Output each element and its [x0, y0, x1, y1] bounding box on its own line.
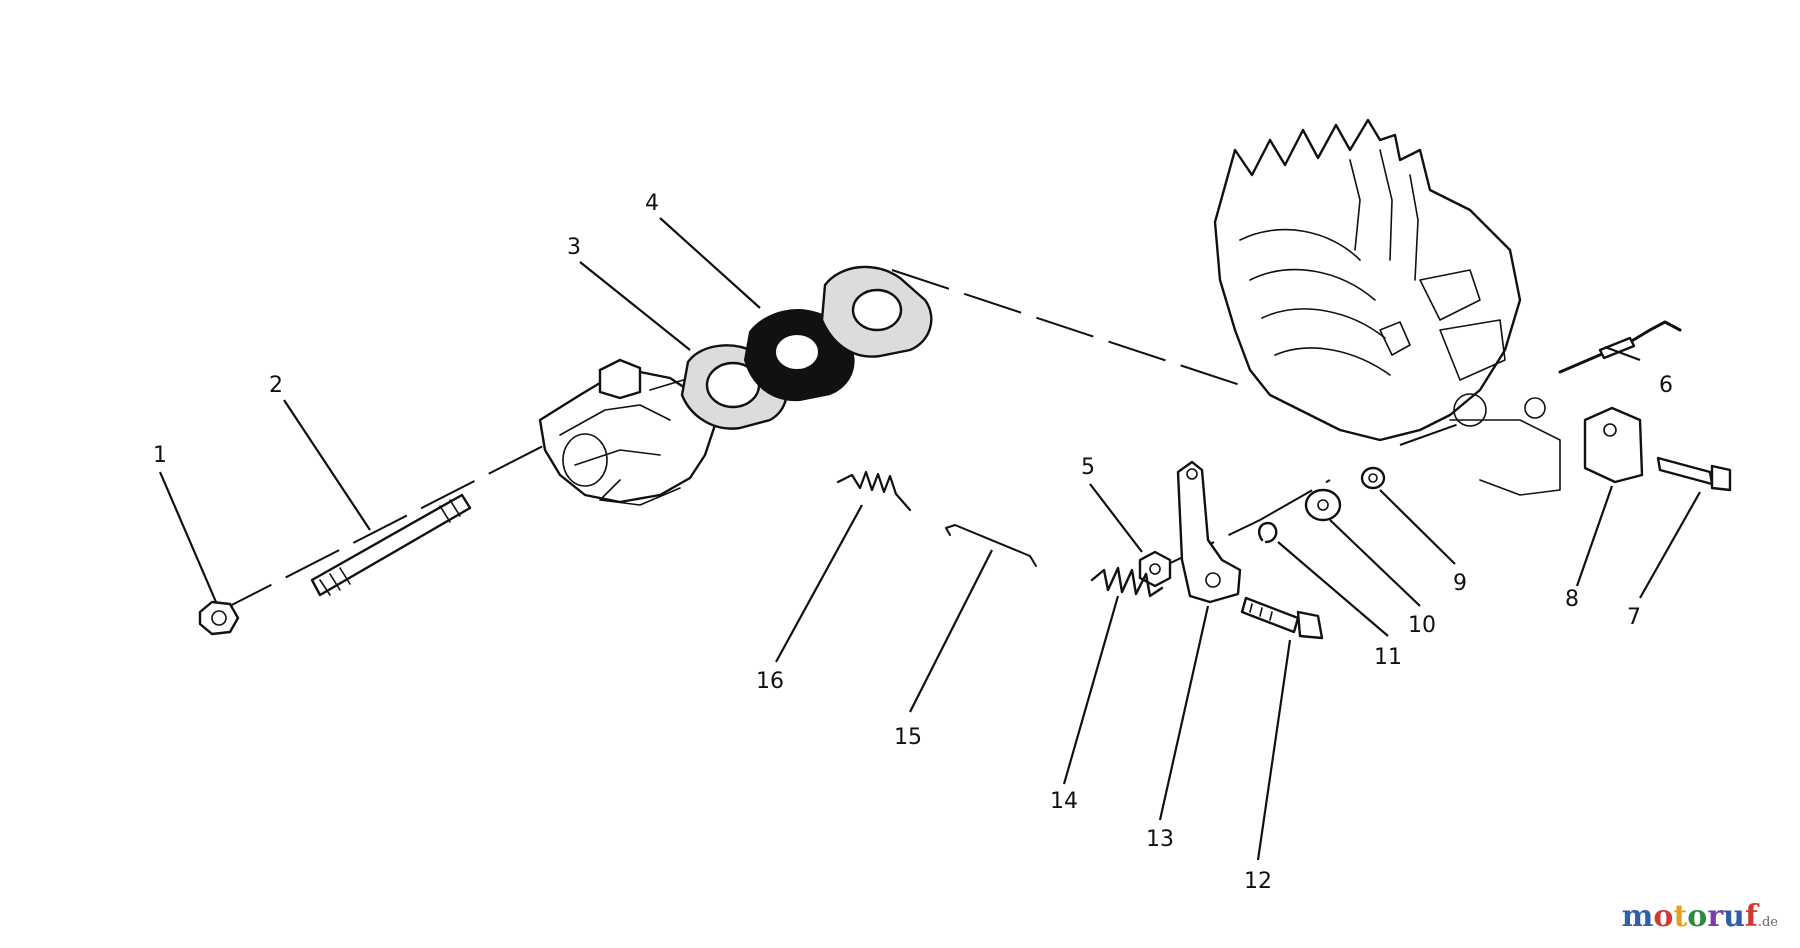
- callout-12: 12: [1244, 869, 1272, 894]
- leader-lines: [158, 217, 1701, 861]
- watermark-letter: t: [1673, 899, 1688, 934]
- callout-14: 14: [1050, 789, 1078, 814]
- washer-part-10: [1304, 488, 1342, 522]
- callout-15: 15: [894, 725, 922, 750]
- callout-5: 5: [1081, 455, 1095, 480]
- link-part-15: [945, 524, 1037, 567]
- engine-block: [1213, 118, 1561, 496]
- watermark-letter: o: [1653, 899, 1674, 934]
- watermark-letter: f: [1744, 899, 1758, 934]
- callout-3: 3: [567, 235, 581, 260]
- nut-part-1: [198, 600, 240, 636]
- rod-part-6: [1558, 320, 1682, 374]
- callout-16: 16: [756, 669, 784, 694]
- watermark-letter: r: [1707, 899, 1724, 934]
- callout-7: 7: [1627, 605, 1641, 630]
- callout-11: 11: [1374, 645, 1402, 670]
- clip-part-11: [1258, 521, 1278, 544]
- callout-9: 9: [1453, 571, 1467, 596]
- callout-1: 1: [153, 443, 167, 468]
- lever-part-13: [1176, 460, 1242, 604]
- bracket-part-8: [1583, 406, 1644, 484]
- callout-10: 10: [1408, 613, 1436, 638]
- nut-part-9: [1360, 466, 1386, 490]
- gasket-engine-side: [820, 265, 933, 358]
- spring-part-14: [1090, 566, 1164, 598]
- spring-part-16: [836, 470, 912, 512]
- nut-part-5: [1138, 550, 1172, 588]
- carburetor: [538, 358, 717, 506]
- bolt-part-12: [1240, 596, 1324, 640]
- callout-labels: 1 2 3 4 5 6 7 8 9 10 11 12 13 14 15 16: [153, 191, 1673, 894]
- bolt-part-7: [1656, 456, 1732, 492]
- watermark-letter: u: [1723, 899, 1745, 934]
- callout-13: 13: [1146, 827, 1174, 852]
- callout-8: 8: [1565, 587, 1579, 612]
- watermark-letter: m: [1621, 899, 1654, 934]
- site-watermark: motoruf.de: [1622, 899, 1778, 934]
- stud-part-2: [310, 493, 472, 597]
- callout-6: 6: [1659, 373, 1673, 398]
- callout-4: 4: [645, 191, 659, 216]
- watermark-suffix: .de: [1757, 915, 1778, 930]
- watermark-letter: o: [1687, 899, 1708, 934]
- callout-2: 2: [269, 373, 283, 398]
- insulator-part-4: [743, 309, 855, 402]
